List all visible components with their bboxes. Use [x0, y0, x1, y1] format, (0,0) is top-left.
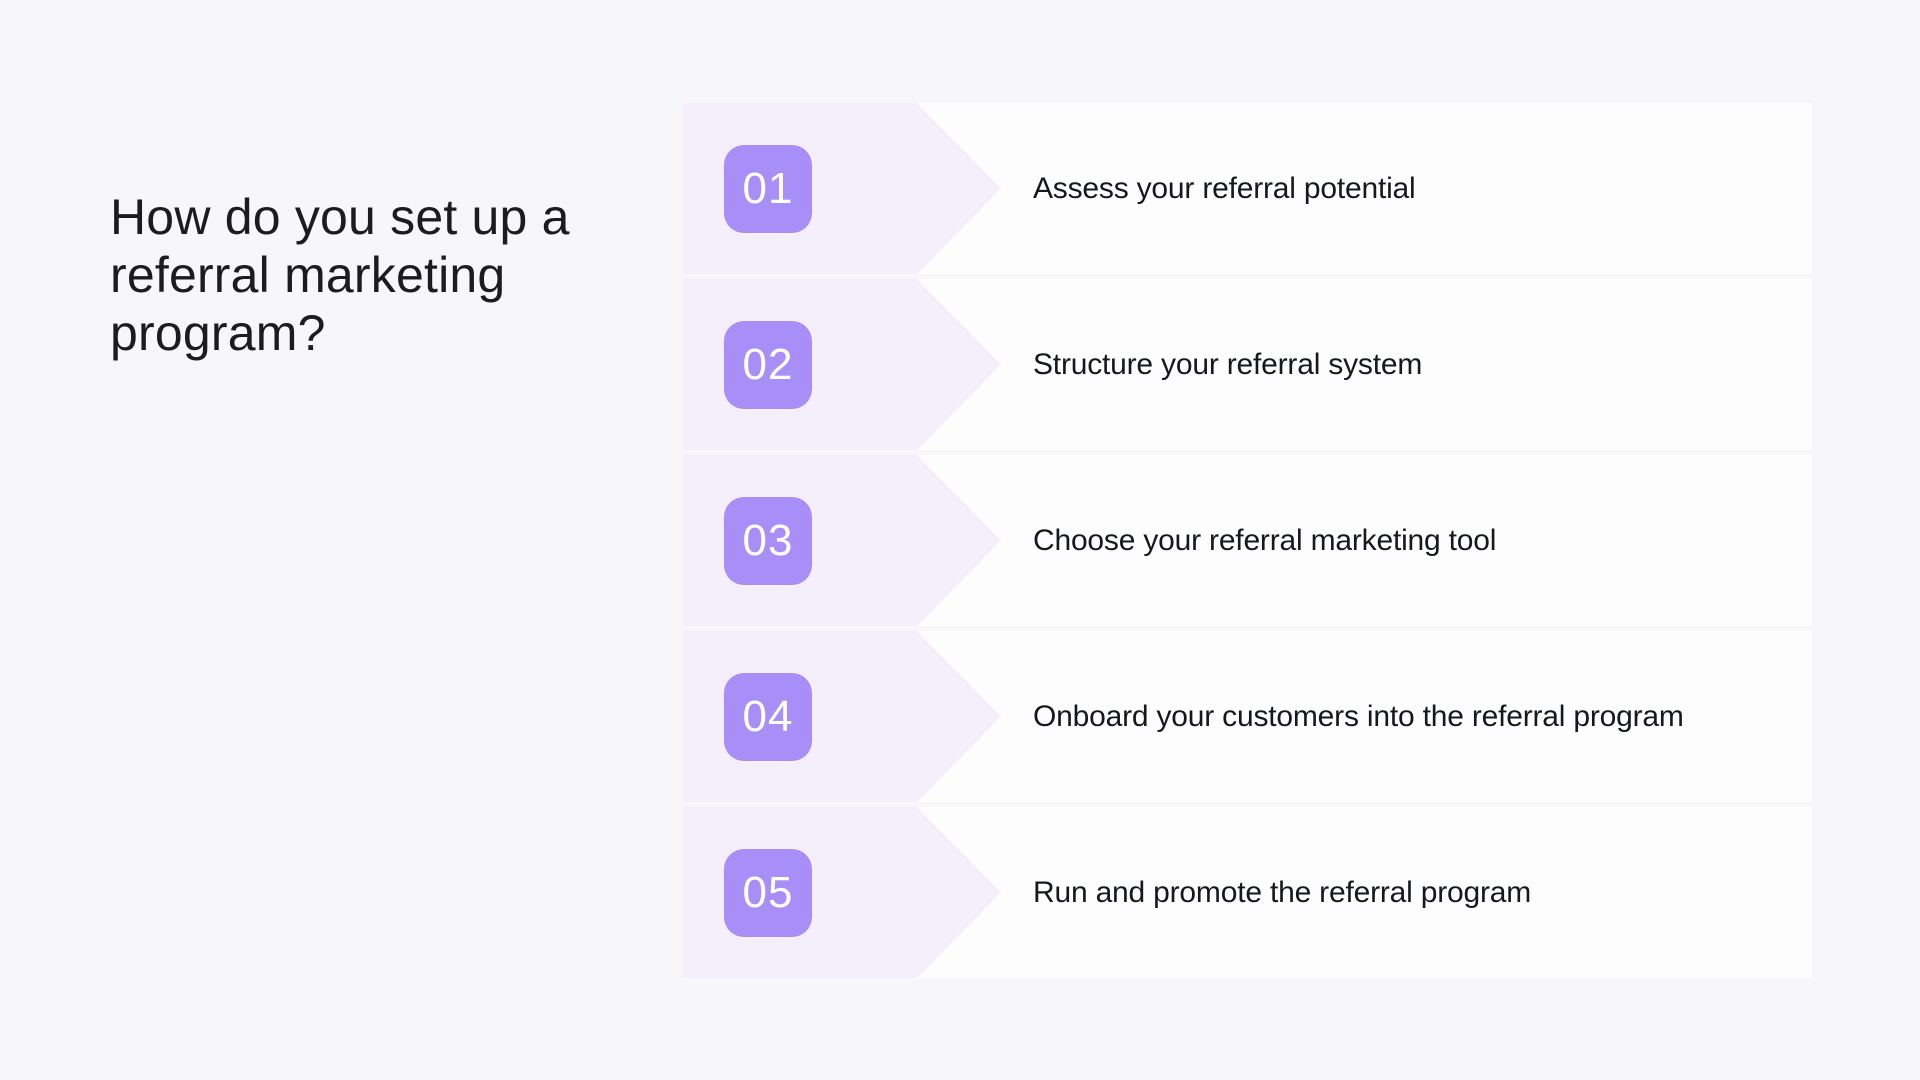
step-number-badge: 01 [724, 144, 812, 233]
step-number-badge: 05 [724, 848, 812, 937]
step-number-badge: 02 [724, 320, 812, 409]
page-title-line-1: How do you set up a [110, 189, 570, 245]
step-number-badge: 04 [724, 672, 812, 761]
step-row: 01 Assess your referral potential [682, 103, 1812, 274]
step-row: 05 Run and promote the referral program [682, 807, 1812, 978]
step-row: 02 Structure your referral system [682, 279, 1812, 450]
page-title: How do you set up a referral marketing p… [110, 188, 570, 362]
step-label: Structure your referral system [1033, 347, 1423, 381]
step-label: Onboard your customers into the referral… [1033, 699, 1684, 733]
page-title-line-3: program? [110, 305, 326, 361]
step-number-badge: 03 [724, 496, 812, 585]
step-row: 04 Onboard your customers into the refer… [682, 631, 1812, 802]
step-label: Run and promote the referral program [1033, 875, 1532, 909]
page-title-line-2: referral marketing [110, 247, 506, 303]
step-row: 03 Choose your referral marketing tool [682, 455, 1812, 626]
step-label: Choose your referral marketing tool [1033, 523, 1497, 557]
step-label: Assess your referral potential [1033, 171, 1416, 205]
steps-list: 01 Assess your referral potential 02 Str… [682, 103, 1812, 978]
